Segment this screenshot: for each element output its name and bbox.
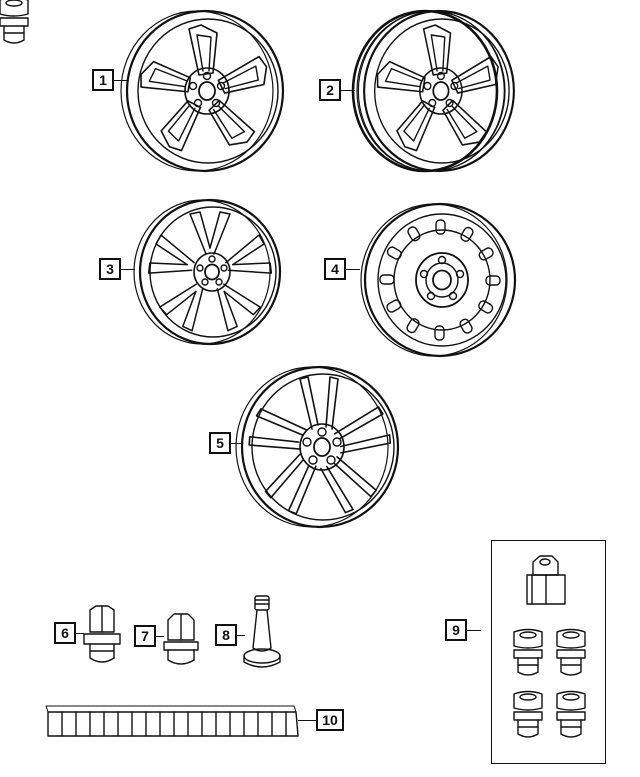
- callout-5: 5: [209, 432, 231, 454]
- lock-kit-9-drawing: [0, 0, 586, 738]
- callout-4: 4: [324, 258, 346, 280]
- wheel-5-drawing: [236, 367, 398, 527]
- weights-10-drawing: [45, 705, 299, 737]
- callout-3: 3: [99, 258, 121, 280]
- valve-stem-8-drawing: [243, 595, 281, 668]
- lug-nut-6-drawing: [83, 605, 121, 663]
- leader-5: [231, 443, 243, 444]
- wheel-2-drawing: [351, 9, 514, 173]
- callout-6: 6: [54, 622, 76, 644]
- callout-7: 7: [134, 625, 156, 647]
- callout-10: 10: [316, 709, 344, 731]
- wheel-1-drawing: [121, 11, 283, 171]
- callout-8: 8: [215, 624, 237, 646]
- callout-1: 1: [92, 69, 114, 91]
- leader-6: [76, 633, 84, 634]
- leader-10: [298, 720, 316, 721]
- callout-9: 9: [445, 619, 467, 641]
- leader-1: [114, 80, 128, 81]
- leader-3: [121, 269, 135, 270]
- lug-nut-7-drawing: [163, 613, 199, 665]
- leader-8: [237, 635, 245, 636]
- lock-kit-frame: [491, 540, 606, 764]
- leader-2: [341, 90, 355, 91]
- wheel-3-drawing: [134, 200, 280, 344]
- wheel-4-drawing: [360, 202, 517, 358]
- leader-4: [346, 269, 360, 270]
- leader-7: [156, 636, 164, 637]
- leader-9: [467, 630, 481, 631]
- callout-2: 2: [319, 79, 341, 101]
